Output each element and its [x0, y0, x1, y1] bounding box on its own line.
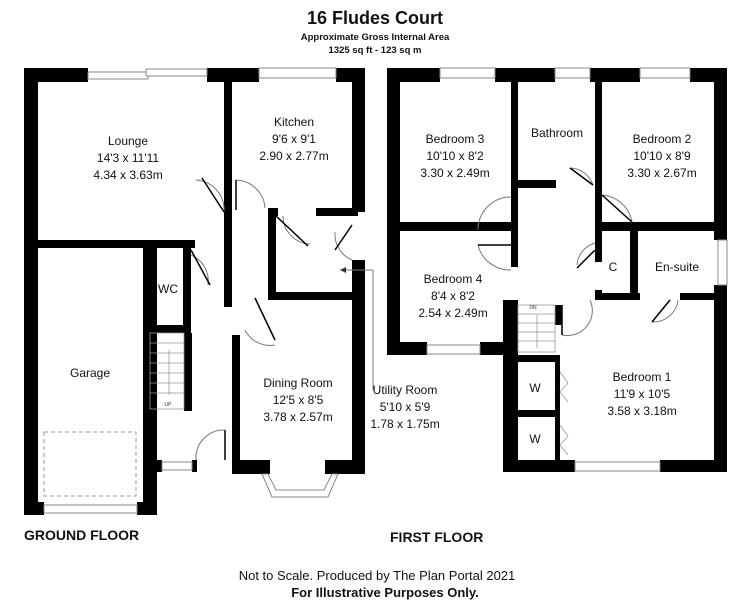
svg-text:9'6 x 9'1: 9'6 x 9'1	[272, 132, 316, 146]
svg-text:8'4 x 8'2: 8'4 x 8'2	[431, 289, 475, 303]
svg-text:4.34 x 3.63m: 4.34 x 3.63m	[93, 168, 162, 182]
room-kitchen: Kitchen 9'6 x 9'1 2.90 x 2.77m	[259, 115, 328, 163]
svg-text:1.78 x 1.75m: 1.78 x 1.75m	[370, 417, 439, 431]
room-wc: WC	[158, 282, 178, 296]
ground-floor-label: GROUND FLOOR	[24, 527, 139, 543]
ground-floor-plan: UP Lounge 14'3 x 11'11 4.34 x 3.63m Kitc…	[24, 67, 440, 543]
stairs	[149, 332, 185, 410]
room-bedroom-1: Bedroom 1 11'9 x 10'5 3.58 x 3.18m	[607, 370, 676, 418]
stairs	[517, 304, 556, 353]
svg-text:Bedroom 2: Bedroom 2	[633, 132, 692, 146]
arrow-icon	[340, 267, 346, 273]
wardrobe-2: W	[529, 432, 541, 446]
first-floor-label: FIRST FLOOR	[390, 529, 483, 545]
svg-text:2.90 x 2.77m: 2.90 x 2.77m	[259, 149, 328, 163]
svg-text:10'10 x 8'2: 10'10 x 8'2	[426, 149, 484, 163]
plan-area: 1325 sq ft - 123 sq m	[329, 45, 422, 56]
svg-text:2.54 x 2.49m: 2.54 x 2.49m	[418, 306, 487, 320]
svg-text:Bedroom 1: Bedroom 1	[613, 370, 672, 384]
stairs-down-label: DN	[529, 305, 537, 311]
svg-text:Bedroom 4: Bedroom 4	[424, 272, 483, 286]
svg-text:12'5 x 8'5: 12'5 x 8'5	[273, 393, 324, 407]
svg-text:3.78 x 2.57m: 3.78 x 2.57m	[263, 410, 332, 424]
footer-note: Not to Scale. Produced by The Plan Porta…	[239, 568, 516, 583]
footer-disclaimer: For Illustrative Purposes Only.	[291, 585, 479, 600]
room-dining: Dining Room 12'5 x 8'5 3.78 x 2.57m	[263, 376, 332, 424]
wardrobe-1: W	[529, 381, 541, 395]
garage-door	[43, 504, 138, 514]
svg-text:Utility Room: Utility Room	[373, 383, 438, 397]
plan-title: 16 Fludes Court	[307, 8, 443, 28]
room-bedroom-2: Bedroom 2 10'10 x 8'9 3.30 x 2.67m	[627, 132, 696, 180]
room-en-suite: En-suite	[655, 260, 699, 274]
svg-text:3.30 x 2.49m: 3.30 x 2.49m	[420, 166, 489, 180]
svg-text:3.30 x 2.67m: 3.30 x 2.67m	[627, 166, 696, 180]
first-floor-plan: DN Bedroom 3 10'10 x 8'2 3.30 x 2.49m Ba…	[387, 67, 728, 545]
kitchen-window	[258, 67, 337, 79]
svg-text:14'3 x 11'11: 14'3 x 11'11	[97, 151, 160, 165]
svg-text:Bedroom 3: Bedroom 3	[426, 132, 485, 146]
svg-text:Dining Room: Dining Room	[263, 376, 332, 390]
plan-subtitle: Approximate Gross Internal Area	[301, 32, 450, 43]
svg-text:Lounge: Lounge	[108, 134, 148, 148]
sliding-door	[87, 71, 149, 80]
room-lounge: Lounge 14'3 x 11'11 4.34 x 3.63m	[93, 134, 162, 182]
room-bedroom-4: Bedroom 4 8'4 x 8'2 2.54 x 2.49m	[418, 272, 487, 320]
porch-window	[161, 461, 193, 471]
room-bathroom: Bathroom	[531, 126, 583, 140]
room-garage: Garage	[70, 366, 110, 380]
room-bedroom-3: Bedroom 3 10'10 x 8'2 3.30 x 2.49m	[420, 132, 489, 180]
svg-text:10'10 x 8'9: 10'10 x 8'9	[633, 149, 691, 163]
svg-text:Kitchen: Kitchen	[274, 115, 314, 129]
room-utility: Utility Room 5'10 x 5'9 1.78 x 1.75m	[370, 383, 439, 431]
svg-text:5'10 x 5'9: 5'10 x 5'9	[380, 400, 431, 414]
svg-text:3.58 x 3.18m: 3.58 x 3.18m	[607, 404, 676, 418]
stairs-up-label: UP	[165, 402, 173, 408]
room-cupboard: C	[609, 260, 618, 274]
svg-text:11'9 x 10'5: 11'9 x 10'5	[614, 387, 671, 401]
